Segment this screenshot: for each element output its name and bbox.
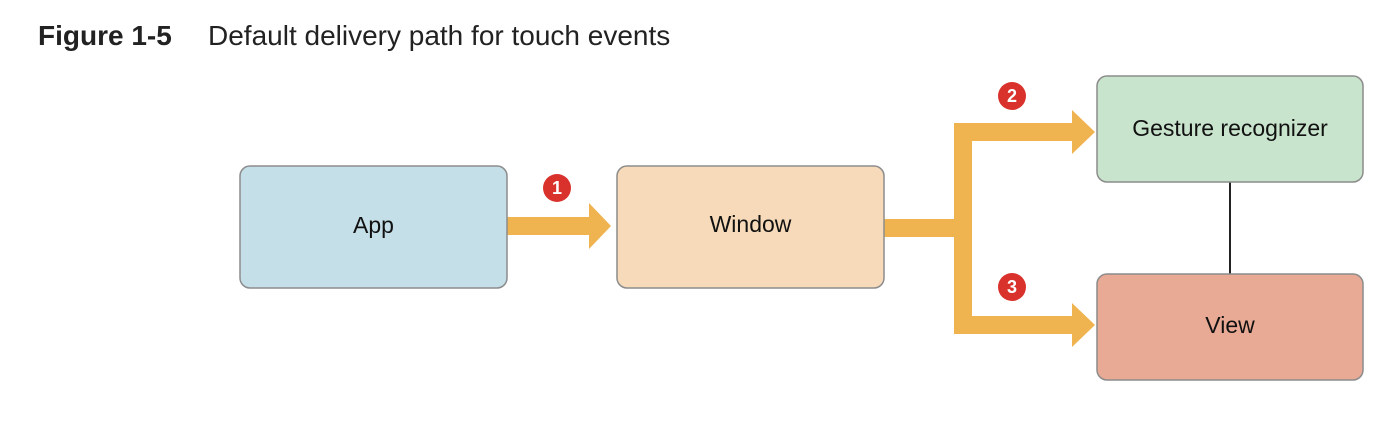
arrow-to-view (954, 303, 1095, 347)
node-window-label: Window (710, 211, 792, 237)
node-view: View (1096, 273, 1364, 381)
figure-title: Default delivery path for touch events (208, 20, 671, 51)
step-badge-3: 3 (998, 273, 1026, 301)
fork-arrows (884, 110, 1095, 347)
figure-label: Figure 1-5 (38, 20, 172, 51)
node-view-label: View (1205, 312, 1255, 338)
node-gesture-recognizer-label: Gesture recognizer (1132, 115, 1328, 141)
window-out-stub (884, 219, 968, 237)
step-badge-1-number: 1 (552, 178, 562, 198)
arrow-to-gesture-recognizer (954, 110, 1095, 154)
node-app-label: App (353, 212, 394, 238)
step-badge-2-number: 2 (1007, 86, 1017, 106)
step-badge-1: 1 (543, 174, 571, 202)
node-app: App (239, 165, 508, 289)
figure-caption: Figure 1-5 Default delivery path for tou… (38, 14, 670, 58)
node-window: Window (616, 165, 885, 289)
arrow-app-to-window (507, 203, 611, 249)
node-gesture-recognizer: Gesture recognizer (1096, 75, 1364, 183)
step-badge-3-number: 3 (1007, 277, 1017, 297)
fork-trunk (954, 123, 972, 334)
step-badge-2: 2 (998, 82, 1026, 110)
